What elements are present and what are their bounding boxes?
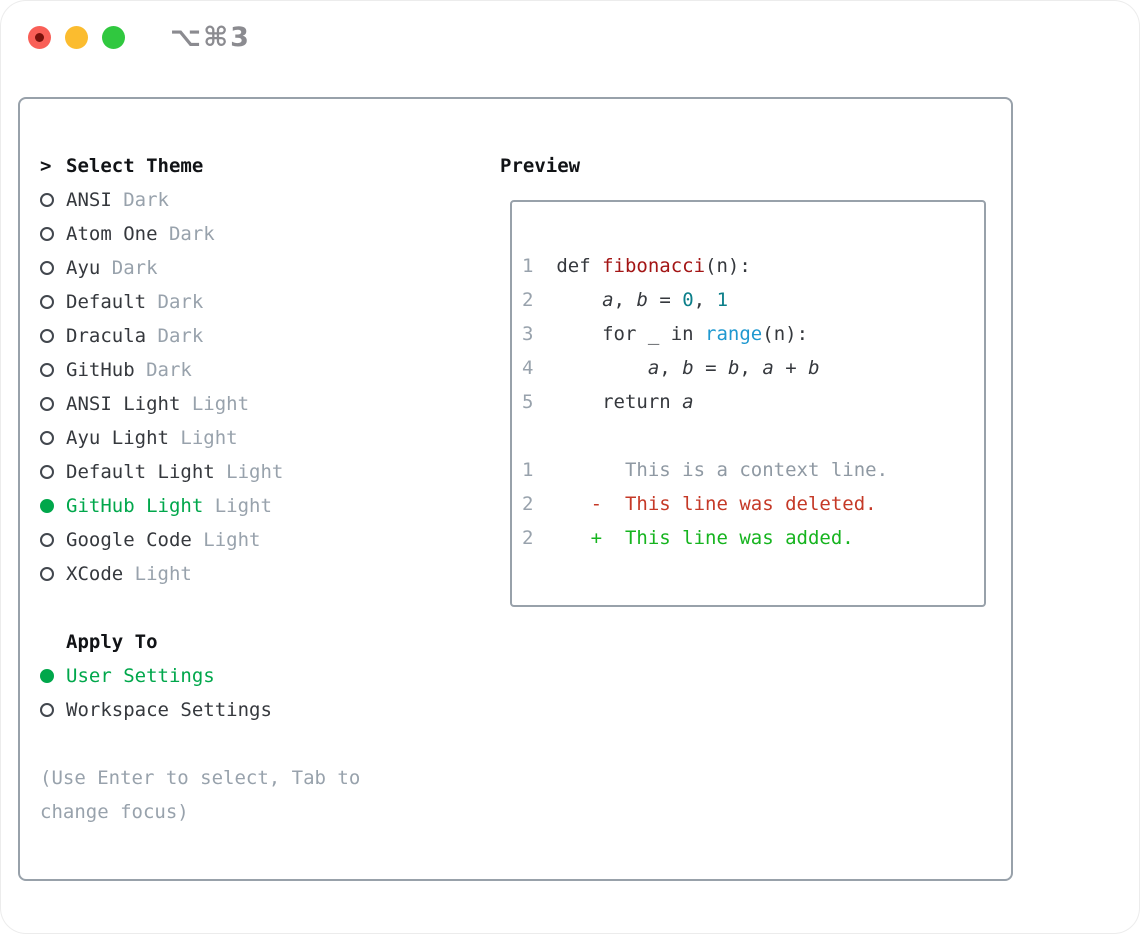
radio-unselected-icon xyxy=(40,329,54,343)
code-line-code: 2 a, b = 0, 1 xyxy=(522,289,729,311)
option-label: Dracula xyxy=(66,325,147,347)
option-label: Ayu xyxy=(66,257,101,279)
radio-unselected-icon xyxy=(40,193,54,207)
radio-selected-icon xyxy=(40,499,54,513)
option-label: XCode xyxy=(66,563,124,585)
option-label: ANSI xyxy=(66,189,112,211)
select-theme-heading: > Select Theme xyxy=(40,149,490,183)
apply-to-label: Apply To xyxy=(66,631,158,653)
apply-to-heading: Apply To xyxy=(40,625,490,659)
keyboard-hint: (Use Enter to select, Tab to change focus… xyxy=(40,761,490,829)
radio-unselected-icon xyxy=(40,261,54,275)
preview-heading: Preview xyxy=(500,155,581,177)
theme-option[interactable]: Google Code Light xyxy=(40,523,490,557)
theme-option[interactable]: Dracula Dark xyxy=(40,319,490,353)
code-line-code: 3 for _ in range(n): xyxy=(522,323,809,345)
spacer xyxy=(40,591,490,625)
option-variant-label: Dark xyxy=(146,291,204,313)
option-variant-label: Dark xyxy=(157,223,215,245)
code-line-deleted: 2 - This line was deleted. xyxy=(522,493,877,515)
radio-unselected-icon xyxy=(40,431,54,445)
apply-option[interactable]: User Settings xyxy=(40,659,490,693)
title-bar: ⌥⌘3 xyxy=(0,0,1140,75)
radio-unselected-icon xyxy=(40,567,54,581)
option-label: Default Light xyxy=(66,461,215,483)
code-preview: 1 def fibonacci(n): 2 a, b = 0, 1 3 for _ … xyxy=(512,202,984,555)
code-line-code: 5 return a xyxy=(522,391,694,413)
code-line-blank xyxy=(522,419,984,453)
option-variant-label: Light xyxy=(168,427,238,449)
select-theme-label: Select Theme xyxy=(66,155,204,177)
hint-line: change focus) xyxy=(40,801,189,823)
option-variant-label: Light xyxy=(191,529,261,551)
option-variant-label: Light xyxy=(180,393,250,415)
option-variant-label: Dark xyxy=(146,325,204,347)
radio-unselected-icon xyxy=(40,703,54,717)
theme-option[interactable]: Atom One Dark xyxy=(40,217,490,251)
option-label: Atom One xyxy=(66,223,158,245)
apply-option[interactable]: Workspace Settings xyxy=(40,693,490,727)
theme-option[interactable]: Ayu Dark xyxy=(40,251,490,285)
theme-option[interactable]: GitHub Dark xyxy=(40,353,490,387)
close-button[interactable] xyxy=(28,26,51,49)
code-line-context: 1 This is a context line. xyxy=(522,459,889,481)
minimize-button[interactable] xyxy=(65,26,88,49)
option-label: Workspace Settings xyxy=(66,699,272,721)
code-line-code: 1 def fibonacci(n): xyxy=(522,255,751,277)
code-line-added: 2 + This line was added. xyxy=(522,527,854,549)
radio-unselected-icon xyxy=(40,295,54,309)
preview-box: 1 def fibonacci(n): 2 a, b = 0, 1 3 for _ … xyxy=(510,200,986,607)
theme-option[interactable]: Ayu Light Light xyxy=(40,421,490,455)
spacer xyxy=(40,727,490,761)
option-variant-label: Light xyxy=(123,563,192,585)
theme-option[interactable]: ANSI Dark xyxy=(40,183,490,217)
code-line-code: 4 a, b = b, a + b xyxy=(522,357,820,379)
radio-unselected-icon xyxy=(40,533,54,547)
radio-unselected-icon xyxy=(40,397,54,411)
theme-option[interactable]: GitHub Light Light xyxy=(40,489,490,523)
radio-unselected-icon xyxy=(40,227,54,241)
option-label: Default xyxy=(66,291,147,313)
option-variant-label: Light xyxy=(203,495,272,517)
option-label: ANSI Light xyxy=(66,393,181,415)
radio-unselected-icon xyxy=(40,465,54,479)
zoom-button[interactable] xyxy=(102,26,125,49)
radio-selected-icon xyxy=(40,669,54,683)
option-variant-label: Dark xyxy=(134,359,192,381)
option-label: User Settings xyxy=(66,665,215,687)
theme-option[interactable]: Default Dark xyxy=(40,285,490,319)
theme-option[interactable]: Default Light Light xyxy=(40,455,490,489)
option-variant-label: Light xyxy=(214,461,284,483)
theme-option[interactable]: XCode Light xyxy=(40,557,490,591)
option-variant-label: Dark xyxy=(100,257,158,279)
window-title: ⌥⌘3 xyxy=(170,22,251,53)
theme-option[interactable]: ANSI Light Light xyxy=(40,387,490,421)
option-label: Google Code xyxy=(66,529,192,551)
hint-line: (Use Enter to select, Tab to xyxy=(40,767,361,789)
option-label: GitHub Light xyxy=(66,495,204,517)
prompt-caret-icon: > xyxy=(40,155,52,177)
radio-unselected-icon xyxy=(40,363,54,377)
option-label: GitHub xyxy=(66,359,135,381)
option-label: Ayu Light xyxy=(66,427,169,449)
option-variant-label: Dark xyxy=(111,189,169,211)
